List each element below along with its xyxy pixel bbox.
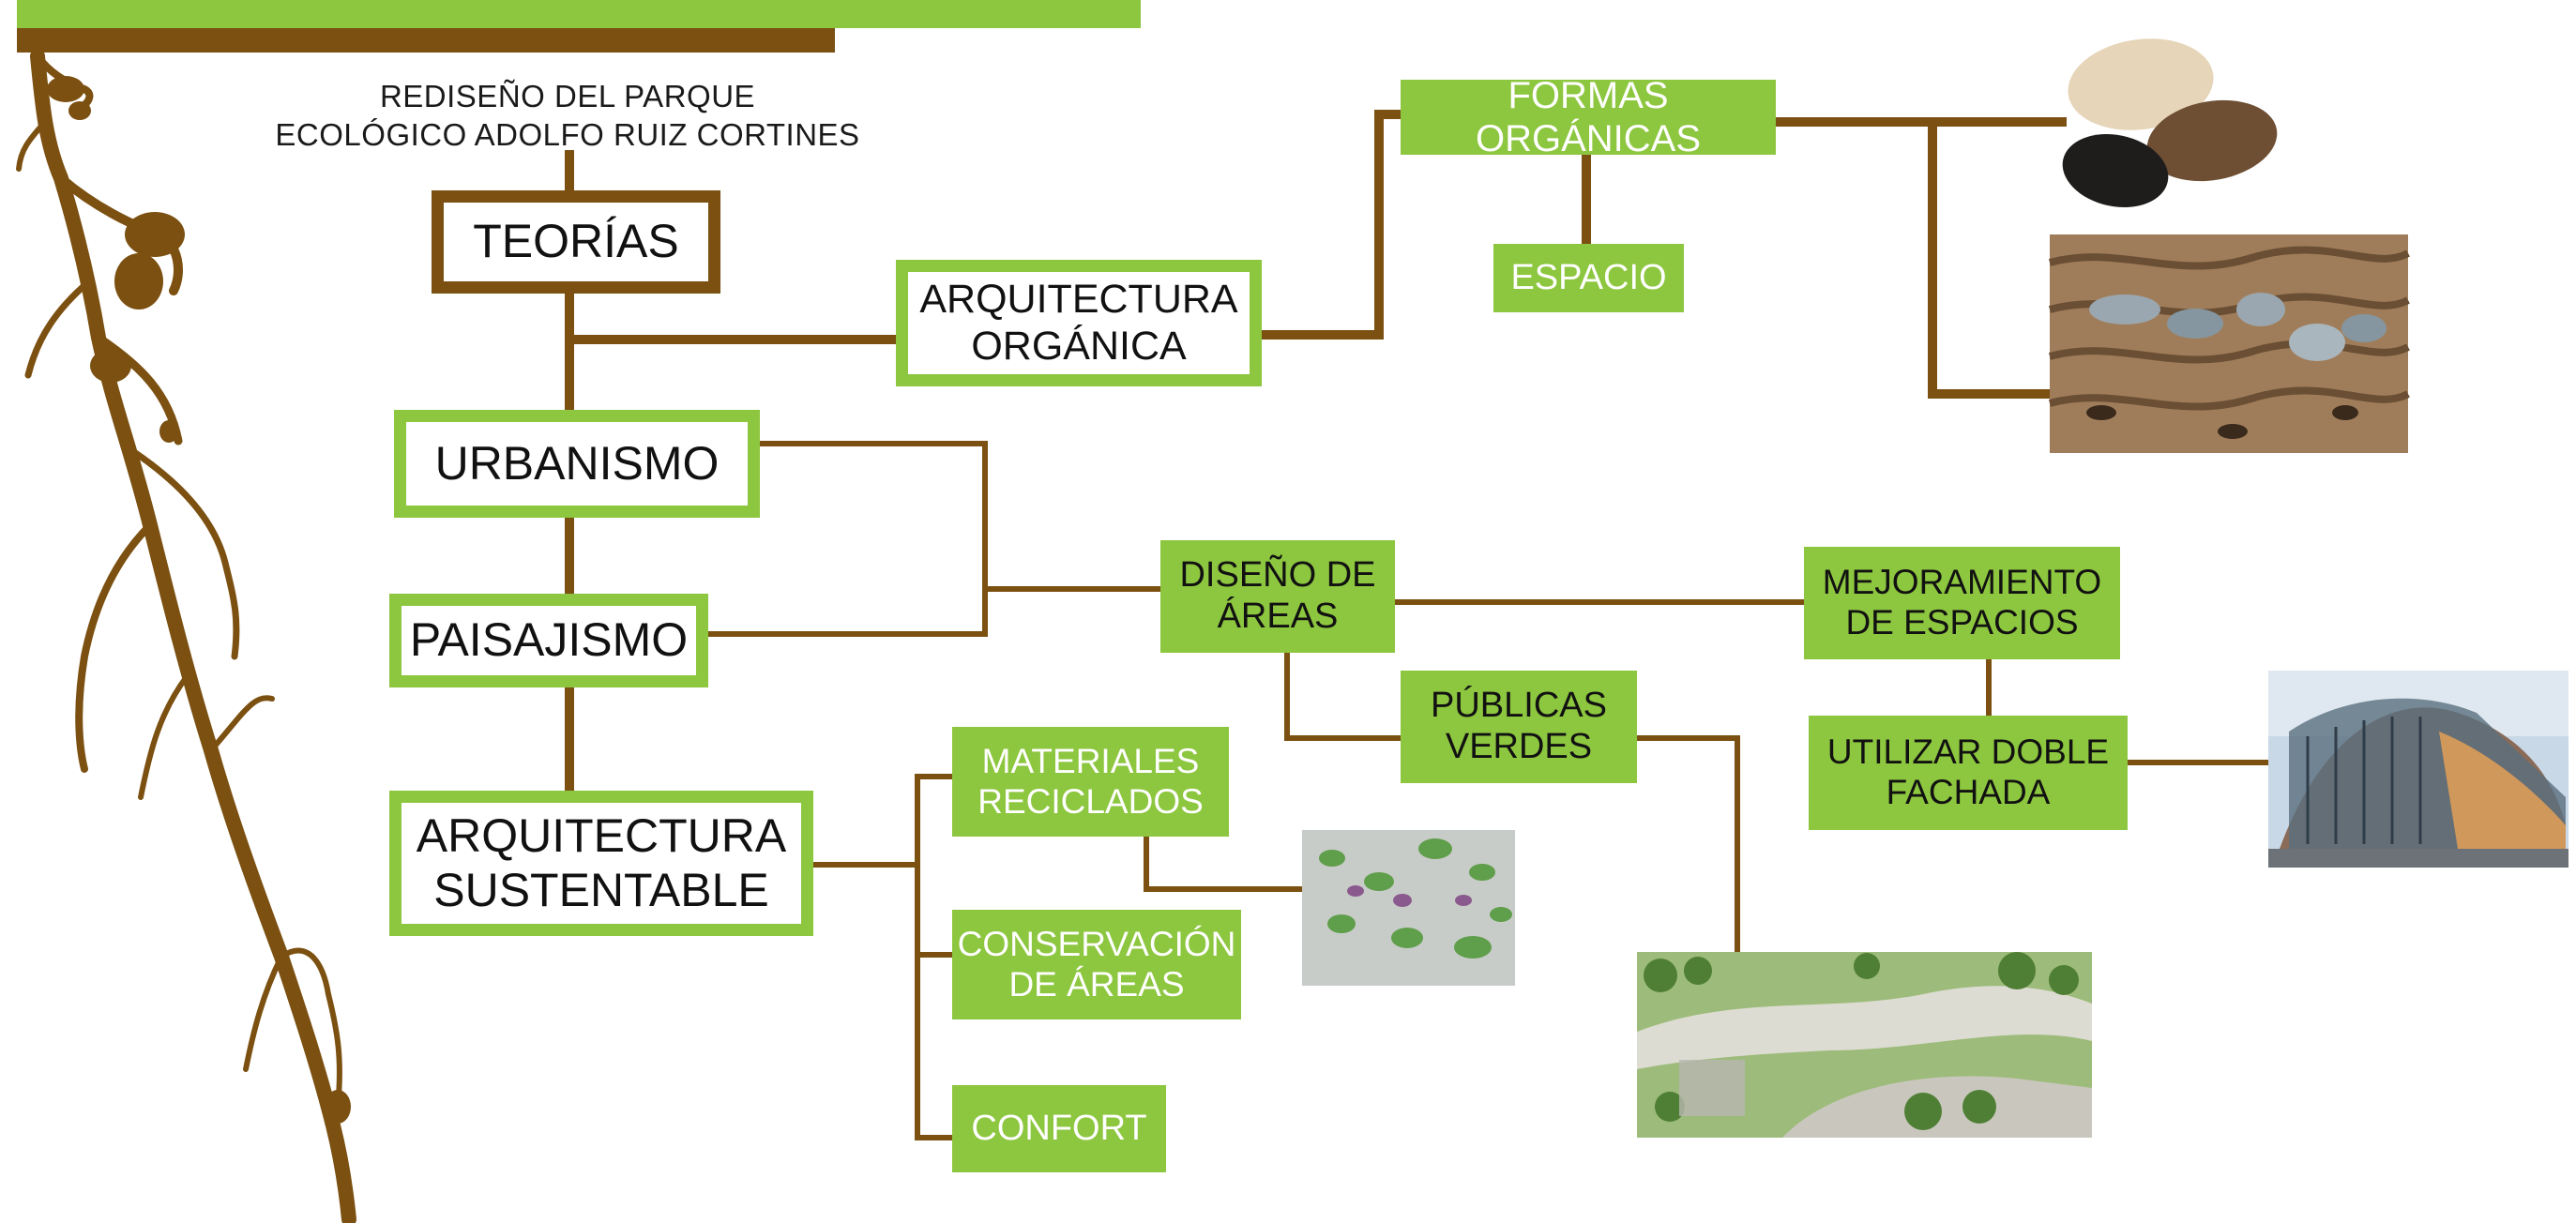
node-mejoramiento-espacios-line-2: DE ESPACIOS <box>1845 603 2079 642</box>
pebbles-image <box>2062 38 2278 208</box>
node-mejoramiento-espacios-line-1: MEJORAMIENTO <box>1822 563 2102 602</box>
node-utilizar-doble-fachada-line-2: FACHADA <box>1886 773 2051 811</box>
textile-image <box>2048 234 2410 453</box>
bottle-wall-image <box>1302 830 1515 986</box>
node-espacio-label: ESPACIO <box>1510 257 1667 297</box>
node-arquitectura-organica-line-2: ORGÁNICA <box>971 323 1187 369</box>
node-publicas-verdes-line-2: VERDES <box>1445 727 1593 766</box>
node-materiales-reciclados-line-2: RECICLADOS <box>977 781 1204 821</box>
node-conservacion-areas: CONSERVACIÓN DE ÁREAS <box>952 910 1241 1019</box>
node-mejoramiento-espacios: MEJORAMIENTO DE ESPACIOS <box>1804 547 2120 659</box>
top-green-bar <box>17 0 1141 28</box>
node-paisajismo: PAISAJISMO <box>389 594 708 687</box>
park-image <box>1637 952 2092 1138</box>
node-arquitectura-sustentable-line-1: ARQUITECTURA <box>416 809 787 862</box>
tree-leaf-clusters <box>47 76 351 1124</box>
node-arquitectura-organica-line-1: ARQUITECTURA <box>919 277 1238 323</box>
node-formas-organicas-label: FORMAS ORGÁNICAS <box>1475 75 1702 159</box>
node-utilizar-doble-fachada: UTILIZAR DOBLE FACHADA <box>1809 716 2128 830</box>
facade-image <box>2268 671 2568 868</box>
node-materiales-reciclados: MATERIALES RECICLADOS <box>952 727 1229 837</box>
node-teorias: TEORÍAS <box>432 190 720 294</box>
node-publicas-verdes-line-1: PÚBLICAS <box>1431 686 1607 726</box>
node-utilizar-doble-fachada-line-1: UTILIZAR DOBLE <box>1826 732 2110 772</box>
node-arquitectura-sustentable-line-2: SUSTENTABLE <box>433 863 769 916</box>
node-confort: CONFORT <box>952 1085 1166 1172</box>
title-line-2: ECOLÓGICO ADOLFO RUIZ CORTINES <box>275 117 860 153</box>
node-confort-label: CONFORT <box>971 1108 1147 1148</box>
diagram-title: REDISEÑO DEL PARQUE ECOLÓGICO ADOLFO RUI… <box>263 77 872 155</box>
node-materiales-reciclados-line-1: MATERIALES <box>981 741 1200 780</box>
node-publicas-verdes: PÚBLICAS VERDES <box>1401 671 1637 783</box>
node-teorias-label: TEORÍAS <box>473 215 679 268</box>
node-arquitectura-organica: ARQUITECTURA ORGÁNICA <box>896 260 1262 386</box>
node-conservacion-areas-line-2: DE ÁREAS <box>1008 964 1185 1004</box>
node-espacio: ESPACIO <box>1493 244 1684 312</box>
node-formas-organicas: FORMAS ORGÁNICAS <box>1401 75 1776 159</box>
node-arquitectura-sustentable: ARQUITECTURA SUSTENTABLE <box>389 791 813 936</box>
node-diseno-areas-line-2: ÁREAS <box>1217 596 1339 636</box>
node-urbanismo: URBANISMO <box>394 410 760 518</box>
node-urbanismo-label: URBANISMO <box>434 436 720 490</box>
title-line-1: REDISEÑO DEL PARQUE <box>379 79 756 113</box>
node-paisajismo-label: PAISAJISMO <box>409 613 689 667</box>
node-diseno-areas-line-1: DISEÑO DE <box>1179 555 1376 596</box>
node-conservacion-areas-line-1: CONSERVACIÓN <box>957 924 1236 963</box>
node-diseno-areas: DISEÑO DE ÁREAS <box>1160 540 1395 653</box>
top-brown-bar <box>17 28 835 53</box>
